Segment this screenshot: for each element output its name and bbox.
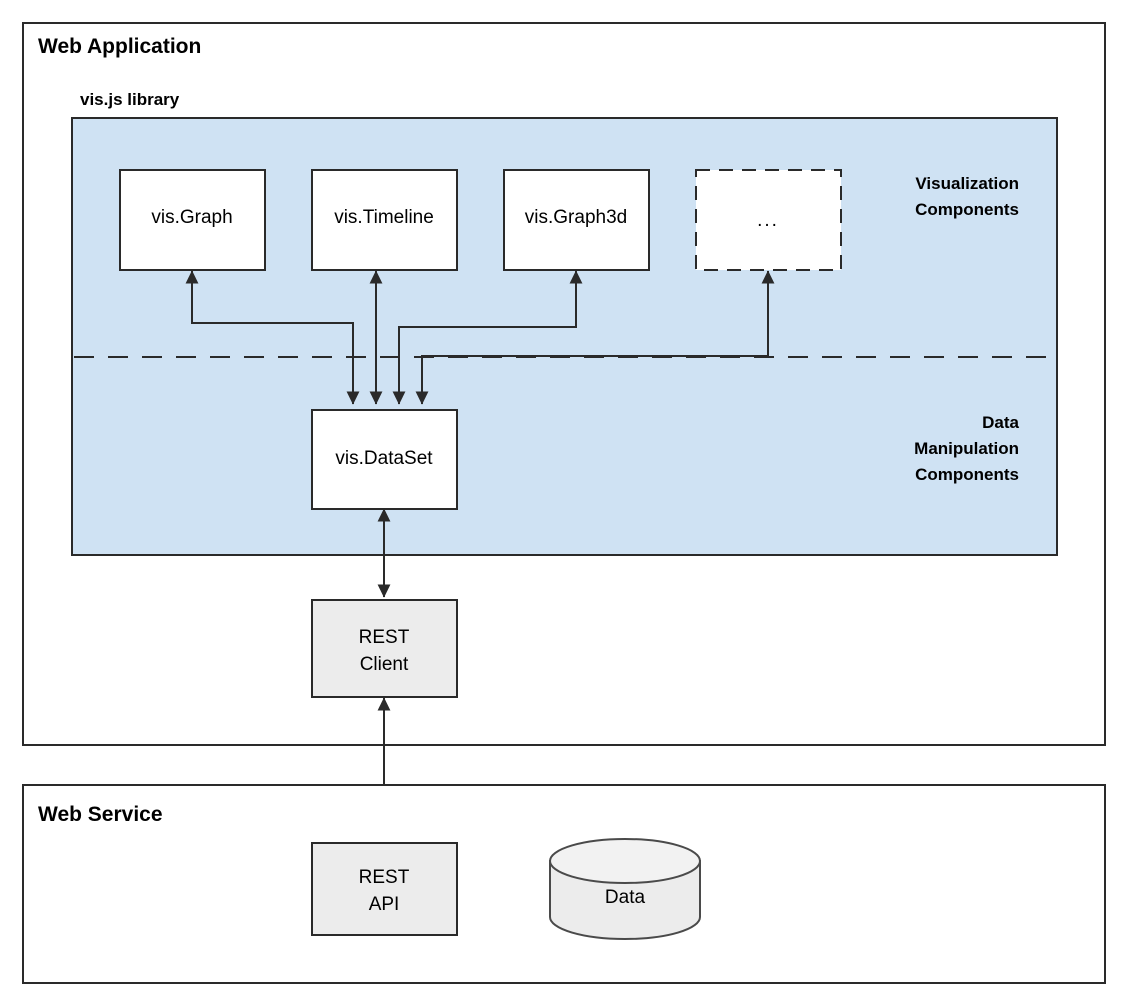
visualization-components-label-line1: Visualization	[915, 174, 1019, 193]
node-rest-client[interactable]: REST Client	[311, 599, 458, 698]
rest-client-label-line1: REST	[359, 627, 410, 648]
data-manipulation-label-line2: Manipulation	[914, 439, 1019, 458]
vis-dataset-label: vis.DataSet	[335, 448, 433, 469]
vis-timeline-label: vis.Timeline	[334, 207, 434, 228]
vis-graph-box[interactable]	[119, 169, 266, 271]
node-vis-graph3d[interactable]: vis.Graph3d	[503, 169, 650, 271]
web-application-title: Web Application	[38, 35, 201, 58]
web-service-title: Web Service	[38, 803, 163, 826]
rest-client-label-line2: Client	[360, 654, 409, 675]
vis-dataset-box[interactable]	[311, 409, 458, 510]
visualization-components-label-line2: Components	[915, 200, 1019, 219]
rest-api-label-line1: REST	[359, 867, 410, 888]
connector-vis-graph-dataset	[185, 270, 360, 405]
vis-graph3d-box[interactable]	[503, 169, 650, 271]
section-label-visualization: Visualization Components	[915, 174, 1019, 219]
vis-js-library-label: vis.js library	[80, 90, 180, 109]
node-rest-api[interactable]: REST API	[311, 842, 458, 936]
data-store-label: Data	[605, 887, 646, 908]
vis-graph-label: vis.Graph	[151, 207, 232, 228]
more-components-label: ...	[757, 210, 779, 231]
rest-api-label-line2: API	[369, 894, 400, 915]
rest-api-box[interactable]	[311, 842, 458, 936]
rest-client-box[interactable]	[311, 599, 458, 698]
data-manipulation-label-line1: Data	[982, 413, 1019, 432]
node-data-store[interactable]: Data	[549, 838, 701, 940]
data-store-cylinder-top[interactable]	[549, 838, 701, 884]
node-vis-graph[interactable]: vis.Graph	[119, 169, 266, 271]
section-label-data-manipulation: Data Manipulation Components	[914, 413, 1019, 484]
node-vis-timeline[interactable]: vis.Timeline	[311, 169, 458, 271]
connector-more-components-dataset	[415, 270, 775, 405]
visualization-components-row: vis.Graph vis.Timeline vis.Graph3d ...	[119, 169, 842, 271]
vis-timeline-box[interactable]	[311, 169, 458, 271]
node-more-components[interactable]: ...	[695, 169, 842, 271]
vis-graph3d-label: vis.Graph3d	[525, 207, 627, 228]
data-manipulation-label-line3: Components	[915, 465, 1019, 484]
more-components-box[interactable]	[695, 169, 842, 271]
node-vis-dataset[interactable]: vis.DataSet	[311, 409, 458, 510]
